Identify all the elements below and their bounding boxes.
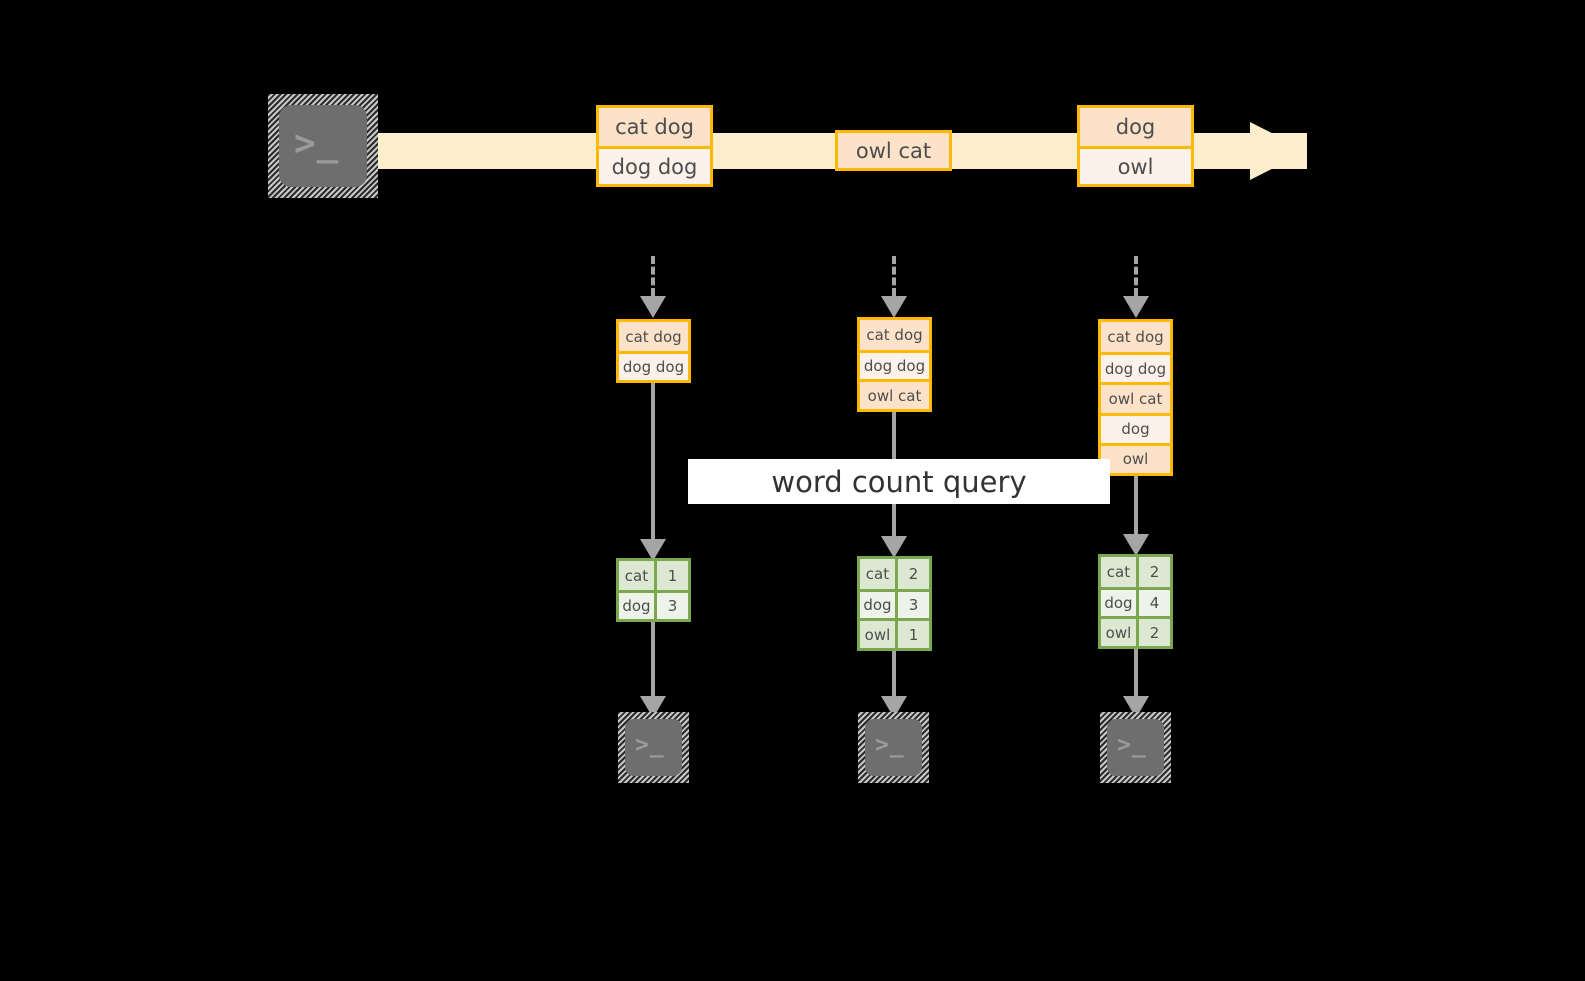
count-cell: 2 [1138, 557, 1170, 587]
table-row: dog dog [1101, 352, 1170, 383]
table-row: owl [1101, 442, 1170, 473]
connector-arrowhead [881, 536, 907, 558]
word-cell: owl [1101, 619, 1139, 646]
stream-message-box[interactable]: dog owl [1077, 105, 1194, 187]
word-cell: dog [619, 593, 657, 619]
word-count-table[interactable]: cat 2 dog 3 owl 1 [857, 556, 932, 651]
terminal-prompt-glyph: >_ [875, 732, 905, 758]
accumulated-table[interactable]: cat dog dog dog [616, 319, 691, 383]
table-to-counts-connector [640, 383, 666, 561]
sink-terminal-icon[interactable]: >_ [858, 712, 929, 783]
table-row: owl cat [1101, 382, 1170, 413]
terminal-prompt-glyph: >_ [1117, 732, 1147, 758]
accumulated-table[interactable]: cat dog dog dog owl cat dog owl [1098, 319, 1173, 476]
terminal-face [865, 719, 922, 776]
stream-message-line: cat dog [599, 108, 710, 146]
connector-arrowhead [881, 296, 907, 318]
source-terminal-icon[interactable]: >_ [268, 94, 378, 198]
connector-shaft [651, 256, 655, 296]
connector-shaft [1134, 476, 1138, 534]
connector-shaft [1134, 256, 1138, 296]
table-to-counts-connector [1123, 476, 1149, 556]
stream-to-table-connector [1123, 256, 1149, 318]
query-label-banner: word count query [688, 459, 1110, 504]
sink-terminal-icon[interactable]: >_ [618, 712, 689, 783]
terminal-face [625, 719, 682, 776]
connector-shaft [651, 622, 655, 696]
table-row: owl 2 [1101, 616, 1170, 646]
sink-terminal-icon[interactable]: >_ [1100, 712, 1171, 783]
connector-shaft [1134, 649, 1138, 696]
stream-message-line: dog dog [599, 146, 710, 184]
table-row: owl 1 [860, 618, 929, 648]
word-cell: dog [1101, 589, 1139, 617]
connector-shaft [651, 383, 655, 539]
accumulated-table[interactable]: cat dog dog dog owl cat [857, 317, 932, 412]
connector-arrowhead [640, 539, 666, 561]
table-row: cat dog [860, 320, 929, 350]
query-label-text: word count query [771, 464, 1027, 499]
table-row: cat 2 [860, 559, 929, 589]
terminal-face [279, 105, 367, 187]
count-cell: 2 [897, 559, 929, 589]
table-row: dog 3 [860, 588, 929, 619]
connector-arrowhead [640, 296, 666, 318]
table-row: dog 4 [1101, 586, 1170, 617]
table-row: cat dog [1101, 322, 1170, 353]
table-row: cat 1 [619, 561, 688, 590]
table-row: dog dog [619, 351, 688, 380]
word-cell: owl [860, 621, 898, 648]
table-row: dog [1101, 412, 1170, 443]
count-cell: 3 [897, 591, 929, 619]
counts-to-sink-connector [640, 622, 666, 718]
word-cell: dog [860, 591, 898, 619]
word-cell: cat [619, 561, 657, 590]
count-cell: 1 [897, 621, 929, 648]
terminal-prompt-glyph: >_ [294, 123, 340, 164]
stream-to-table-connector [881, 256, 907, 318]
word-count-table[interactable]: cat 2 dog 4 owl 2 [1098, 554, 1173, 649]
terminal-face [1107, 719, 1164, 776]
counts-to-sink-connector [881, 651, 907, 718]
connector-arrowhead [1123, 534, 1149, 556]
stream-message-box[interactable]: cat dog dog dog [596, 105, 713, 187]
terminal-prompt-glyph: >_ [635, 732, 665, 758]
table-row: dog dog [860, 349, 929, 380]
connector-shaft [892, 651, 896, 696]
table-row: cat 2 [1101, 557, 1170, 587]
word-count-table[interactable]: cat 1 dog 3 [616, 558, 691, 622]
table-row: cat dog [619, 322, 688, 351]
table-row: owl cat [860, 379, 929, 409]
stream-message-box[interactable]: owl cat [835, 130, 952, 171]
word-cell: cat [1101, 557, 1139, 587]
count-cell: 3 [656, 593, 688, 619]
stream-message-line: dog [1080, 108, 1191, 146]
word-cell: cat [860, 559, 898, 589]
stream-ribbon-arrowhead [1250, 122, 1307, 180]
count-cell: 4 [1138, 589, 1170, 617]
stream-message-line: owl [1080, 146, 1191, 184]
connector-shaft [892, 256, 896, 296]
table-row: dog 3 [619, 590, 688, 619]
count-cell: 1 [656, 561, 688, 590]
counts-to-sink-connector [1123, 649, 1149, 718]
connector-arrowhead [1123, 296, 1149, 318]
stream-message-line: owl cat [838, 133, 949, 168]
stream-to-table-connector [640, 256, 666, 318]
count-cell: 2 [1138, 619, 1170, 646]
